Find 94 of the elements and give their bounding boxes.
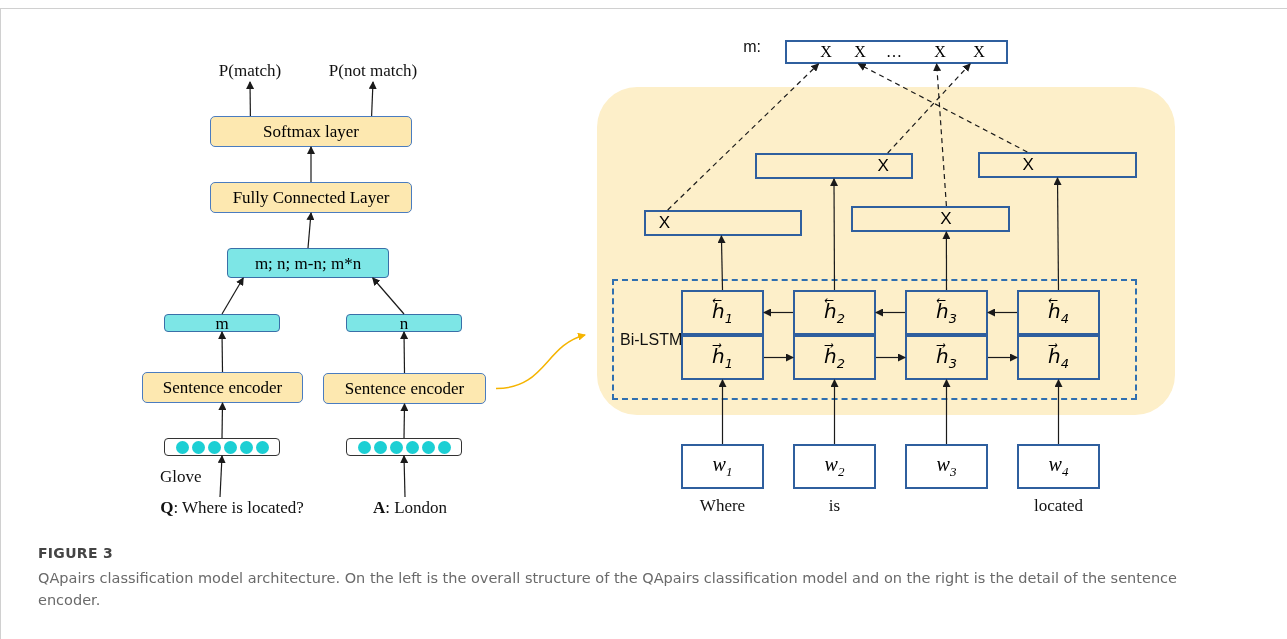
hidden-state-box <box>644 210 802 236</box>
node-text: Q: Where is located? <box>160 498 304 518</box>
figure-title: FIGURE 3 <box>38 545 113 561</box>
hidden-state-value: X <box>658 213 671 233</box>
arrow <box>830 178 839 291</box>
lstm-cell <box>1017 335 1100 380</box>
lstm-cell <box>905 290 988 335</box>
arrow <box>400 403 409 439</box>
node-text: P(not match) <box>328 61 418 81</box>
box-text: Fully Connected Layer <box>232 187 390 208</box>
vector-element: … <box>886 43 902 61</box>
word-input-box <box>905 444 988 489</box>
hidden-state-value: X <box>877 156 889 176</box>
arrow <box>400 331 409 374</box>
dashed-arrow <box>857 63 1028 153</box>
vector-box <box>227 248 389 278</box>
dashed-arrow <box>887 63 971 154</box>
arrow <box>372 277 405 315</box>
lstm-cell <box>681 335 764 380</box>
arrow <box>718 379 727 445</box>
arrow <box>400 455 409 498</box>
lstm-cell <box>793 290 876 335</box>
hidden-state-symbol: h⃗$_{2}$ <box>824 344 845 371</box>
word-symbol: w$_{4}$ <box>1048 453 1069 480</box>
layer-box <box>210 116 412 147</box>
hidden-state-box <box>978 152 1137 178</box>
box-text: Softmax layer <box>263 121 359 142</box>
arrow <box>875 353 906 362</box>
node-text: A: London <box>372 498 448 518</box>
arrow <box>306 212 315 249</box>
hidden-state-symbol: h⃖$_{2}$ <box>824 299 845 326</box>
lstm-cell <box>793 335 876 380</box>
lstm-cell <box>681 290 764 335</box>
arrow <box>368 81 377 117</box>
arrow <box>307 146 315 183</box>
arrow <box>1054 379 1063 445</box>
lstm-cell <box>905 335 988 380</box>
layer-box <box>142 372 303 403</box>
arrow <box>217 455 226 498</box>
word-text: is <box>828 496 841 516</box>
dashed-arrow <box>933 63 947 207</box>
arrow <box>830 379 839 445</box>
hidden-state-box <box>851 206 1010 232</box>
arrow <box>1053 177 1062 291</box>
layer-box <box>323 373 486 404</box>
arrow <box>942 231 951 291</box>
arrow <box>717 235 726 291</box>
box-text: m; n; m-n; m*n <box>254 254 362 272</box>
arrow <box>987 308 1018 317</box>
bilstm-box <box>612 279 1137 400</box>
arrow <box>875 308 906 317</box>
arrow <box>221 277 244 315</box>
arrow <box>218 402 227 439</box>
word-symbol: w$_{2}$ <box>824 453 845 480</box>
box-text: Sentence encoder <box>344 378 465 399</box>
hidden-state-value: X <box>1022 155 1034 175</box>
vector-box <box>346 314 462 332</box>
hidden-state-symbol: h⃗$_{3}$ <box>936 344 957 371</box>
vector-element: X <box>934 43 946 61</box>
arrow <box>942 379 951 445</box>
embedding-label: Glove <box>160 467 202 487</box>
layer-box <box>210 182 412 213</box>
vector-element: X <box>854 43 866 61</box>
arrow <box>763 308 794 317</box>
hidden-state-symbol: h⃖$_{3}$ <box>936 299 957 326</box>
arrow <box>218 331 227 373</box>
figure-caption: QApairs classification model architecture. On the left is the overall structure of the QApairs classification model and on the right is the detail of the sentence encoder. <box>38 569 1178 610</box>
block-label: Bi-LSTM <box>620 331 683 349</box>
box-text: Sentence encoder <box>162 377 283 398</box>
lstm-cell <box>1017 290 1100 335</box>
word-text: located <box>1033 496 1084 516</box>
word-text: Where <box>699 496 746 516</box>
node-text: P(match) <box>218 61 282 81</box>
hidden-state-symbol: h⃗$_{1}$ <box>712 344 733 371</box>
hidden-state-symbol: h⃗$_{4}$ <box>1048 344 1069 371</box>
vector-box <box>164 314 280 332</box>
arrow <box>987 353 1018 362</box>
encoder-panel <box>597 87 1175 415</box>
dashed-arrow <box>667 63 820 211</box>
box-text: n <box>399 314 409 332</box>
arrow <box>246 81 255 117</box>
vector-name: m: <box>743 38 761 56</box>
vector-element: X <box>973 43 985 61</box>
hidden-state-symbol: h⃖$_{1}$ <box>712 299 733 326</box>
hidden-state-symbol: h⃖$_{4}$ <box>1048 299 1069 326</box>
hidden-state-box <box>755 153 913 179</box>
vector-element: X <box>820 43 832 61</box>
word-symbol: w$_{1}$ <box>712 453 733 480</box>
word-symbol: w$_{3}$ <box>936 453 957 480</box>
embedding-vector <box>346 438 462 456</box>
arrow <box>495 333 586 390</box>
hidden-state-value: X <box>940 209 952 229</box>
arrow <box>763 353 794 362</box>
box-text: m <box>215 314 229 332</box>
